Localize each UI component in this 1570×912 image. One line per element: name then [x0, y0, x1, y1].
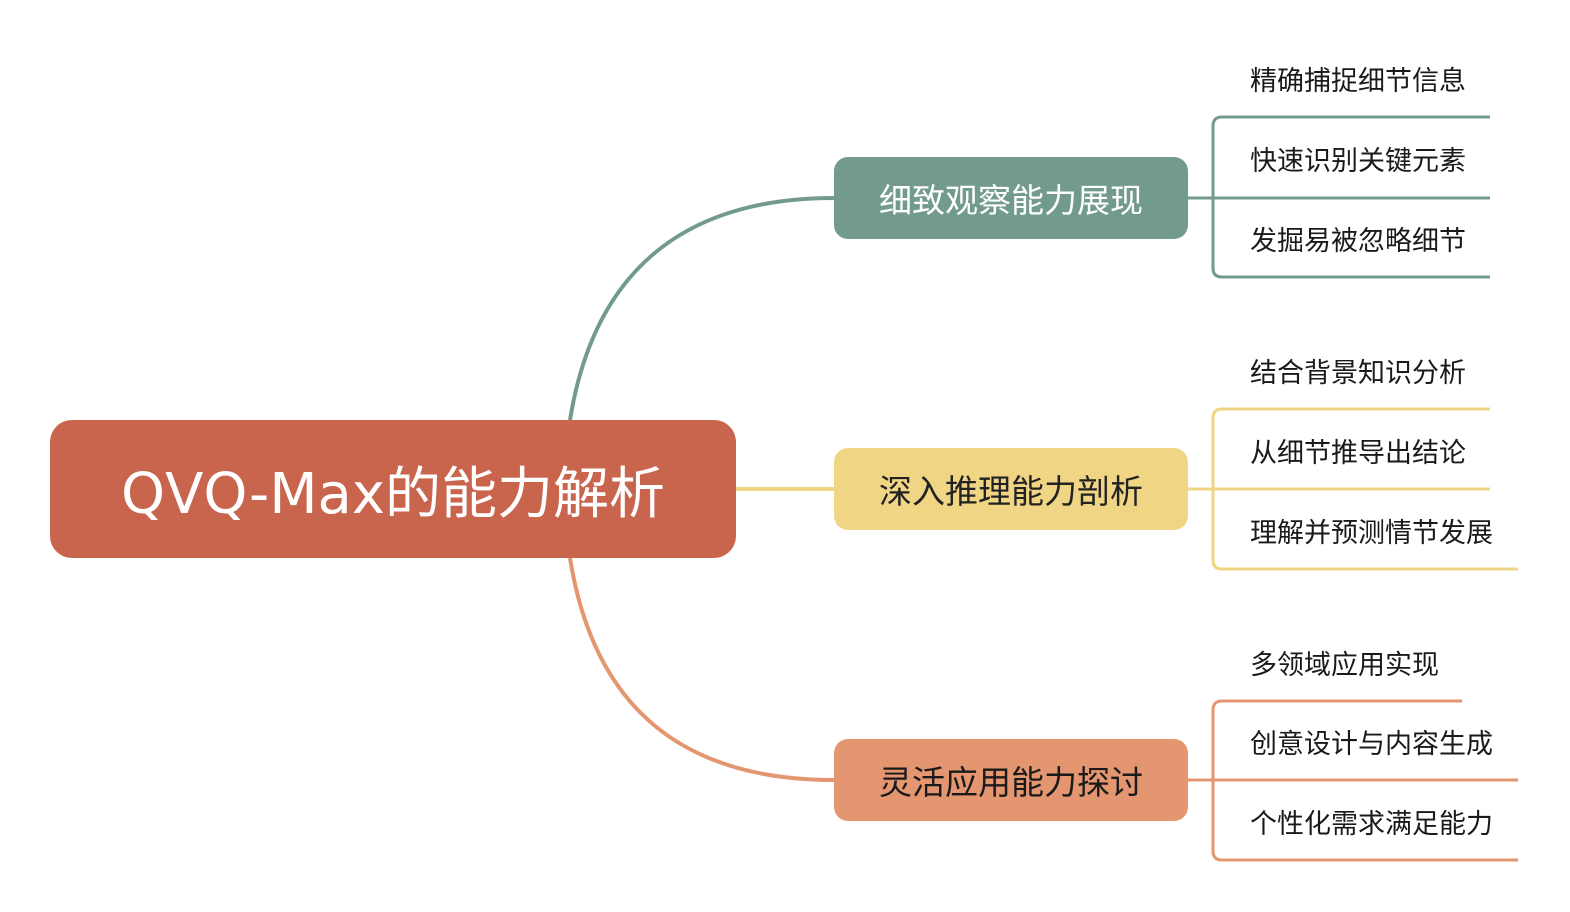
leaf-node[interactable]: 理解并预测情节发展 — [1250, 518, 1493, 549]
leaf-node[interactable]: 精确捕捉细节信息 — [1250, 66, 1466, 97]
leaf-node[interactable]: 从细节推导出结论 — [1250, 438, 1466, 469]
branch-node-label: 深入推理能力剖析 — [879, 472, 1143, 511]
leaf-node[interactable]: 创意设计与内容生成 — [1250, 729, 1493, 760]
branch-node-flexible-application[interactable]: 灵活应用能力探讨 — [834, 739, 1188, 821]
leaf-node[interactable]: 多领域应用实现 — [1250, 650, 1439, 681]
leaf-bracket-2 — [1188, 407, 1518, 571]
branch-node-detailed-observation[interactable]: 细致观察能力展现 — [834, 157, 1188, 239]
connector-root-to-branch-1 — [568, 196, 835, 421]
branch-node-label: 灵活应用能力探讨 — [879, 763, 1143, 802]
leaf-node[interactable]: 发掘易被忽略细节 — [1250, 226, 1466, 257]
leaf-bracket-1 — [1188, 115, 1490, 279]
leaf-node[interactable]: 结合背景知识分析 — [1250, 358, 1466, 389]
connector-root-to-branch-3 — [568, 557, 835, 782]
leaf-node[interactable]: 快速识别关键元素 — [1250, 146, 1466, 177]
leaf-bracket-3 — [1188, 699, 1518, 862]
branch-node-deep-reasoning[interactable]: 深入推理能力剖析 — [834, 448, 1188, 530]
leaf-node[interactable]: 个性化需求满足能力 — [1250, 809, 1493, 840]
root-node[interactable]: QVQ-Max的能力解析 — [50, 420, 736, 558]
branch-node-label: 细致观察能力展现 — [879, 181, 1143, 220]
root-node-label: QVQ-Max的能力解析 — [120, 461, 665, 527]
